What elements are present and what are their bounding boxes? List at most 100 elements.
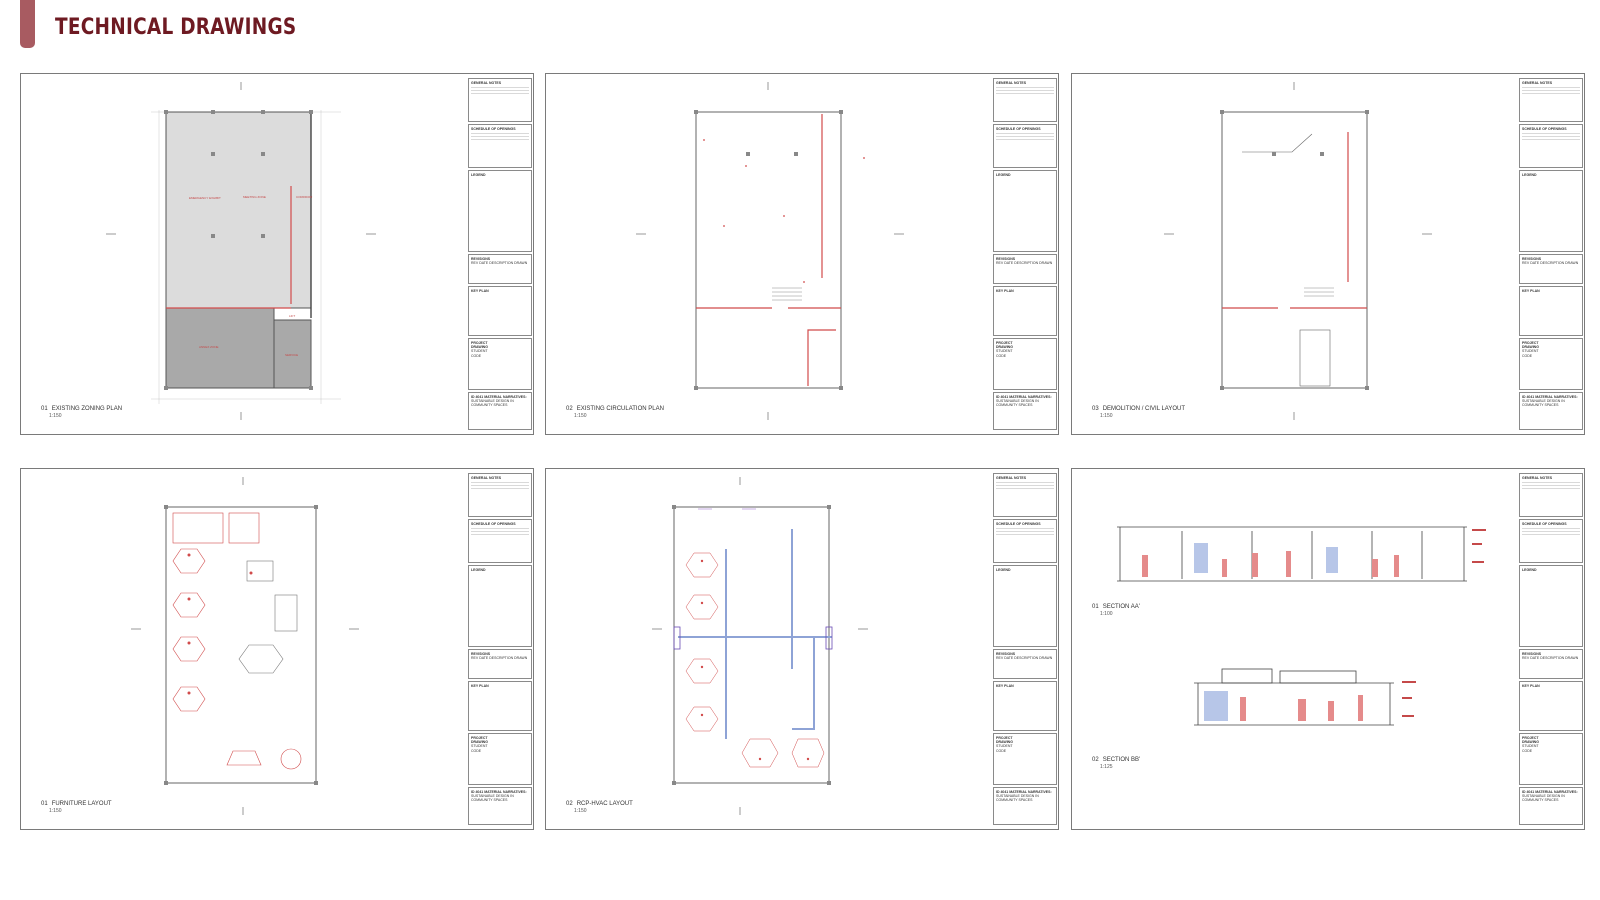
schedule-heading: SCHEDULE OF OPENINGS — [996, 521, 1041, 526]
sheet-scale: 1:150 — [49, 413, 62, 419]
drawing-heading: DRAWING — [471, 739, 488, 744]
course-line2: SUSTAINABLE DESIGN IN COMMUNITY SPACES — [471, 793, 514, 803]
sheet-name: FURNITURE LAYOUT — [51, 801, 112, 807]
revisions-heading: REVISIONS — [996, 651, 1016, 656]
sheet-name: EXISTING ZONING PLAN — [51, 406, 123, 412]
revision-columns: REV DATE DESCRIPTION DRAWN — [1522, 655, 1579, 660]
svg-text:CORRIDOR: CORRIDOR — [296, 195, 313, 199]
student-label: STUDENT — [471, 349, 488, 354]
svg-text:MEETING ZONE: MEETING ZONE — [243, 195, 266, 199]
svg-text:SERVICE: SERVICE — [285, 353, 298, 357]
legend-heading: LEGEND — [996, 567, 1011, 572]
notes-heading: GENERAL NOTES — [471, 475, 502, 480]
sheet-name: SECTION BB' — [1102, 757, 1141, 763]
project-heading: PROJECT — [471, 735, 488, 740]
schedule-heading: SCHEDULE OF OPENINGS — [996, 126, 1041, 131]
legend-heading: LEGEND — [471, 172, 486, 177]
schedule-heading: SCHEDULE OF OPENINGS — [1522, 521, 1567, 526]
keyplan-heading: KEY PLAN — [471, 683, 489, 688]
notes-heading: GENERAL NOTES — [471, 80, 502, 85]
revisions-heading: REVISIONS — [996, 256, 1016, 261]
sheet-number: 02 — [566, 406, 573, 412]
keyplan-heading: KEY PLAN — [1522, 288, 1540, 293]
course-line2: SUSTAINABLE DESIGN IN COMMUNITY SPACES — [1522, 398, 1565, 408]
student-label: STUDENT — [471, 744, 488, 749]
title-block: GENERAL NOTES SCHEDULE OF OPENINGS LEGEN… — [993, 473, 1057, 825]
title-accent-bar — [20, 0, 35, 48]
course-line2: SUSTAINABLE DESIGN IN COMMUNITY SPACES — [471, 398, 514, 408]
schedule-heading: SCHEDULE OF OPENINGS — [471, 126, 516, 131]
sheet-scale: 1:150 — [49, 808, 62, 814]
notes-heading: GENERAL NOTES — [996, 80, 1027, 85]
notes-heading: GENERAL NOTES — [1522, 475, 1553, 480]
project-heading: PROJECT — [996, 735, 1013, 740]
course-line1: ID 4041 MATERIAL NARRATIVES: — [1522, 789, 1578, 794]
sheet-number: 03 — [1092, 406, 1099, 412]
title-block: GENERAL NOTES SCHEDULE OF OPENINGS LEGEN… — [468, 473, 532, 825]
code-label: CODE — [1522, 353, 1533, 358]
revisions-heading: REVISIONS — [1522, 651, 1542, 656]
revisions-heading: REVISIONS — [1522, 256, 1542, 261]
course-line2: SUSTAINABLE DESIGN IN COMMUNITY SPACES — [996, 793, 1039, 803]
drawing-heading: DRAWING — [471, 344, 488, 349]
course-line1: ID 4041 MATERIAL NARRATIVES: — [996, 789, 1052, 794]
sheet-scale: 1:150 — [574, 808, 587, 814]
sections-drawing — [1117, 526, 1486, 726]
project-heading: PROJECT — [471, 340, 488, 345]
student-label: STUDENT — [1522, 349, 1539, 354]
notes-heading: GENERAL NOTES — [1522, 80, 1553, 85]
svg-text:LIFT: LIFT — [289, 314, 295, 318]
revision-columns: REV DATE DESCRIPTION DRAWN — [996, 655, 1053, 660]
code-label: CODE — [996, 353, 1007, 358]
revision-columns: REV DATE DESCRIPTION DRAWN — [996, 260, 1053, 265]
code-label: CODE — [471, 353, 482, 358]
keyplan-heading: KEY PLAN — [471, 288, 489, 293]
student-label: STUDENT — [996, 349, 1013, 354]
sheet-number: 02 — [566, 801, 573, 807]
revisions-heading: REVISIONS — [471, 651, 491, 656]
drawing-heading: DRAWING — [1522, 344, 1539, 349]
sheet-scale: 1:150 — [1100, 413, 1113, 419]
keyplan-heading: KEY PLAN — [1522, 683, 1540, 688]
course-line2: SUSTAINABLE DESIGN IN COMMUNITY SPACES — [996, 398, 1039, 408]
student-label: STUDENT — [996, 744, 1013, 749]
code-label: CODE — [1522, 748, 1533, 753]
sheet-number: 01 — [1092, 604, 1099, 610]
sheet-scale: 1:150 — [574, 413, 587, 419]
course-line1: ID 4041 MATERIAL NARRATIVES: — [996, 394, 1052, 399]
sheet-name: RCP-HVAC LAYOUT — [576, 801, 633, 807]
title-block: GENERAL NOTES SCHEDULE OF OPENINGS LEGEN… — [1519, 78, 1583, 430]
sheet-name: SECTION AA' — [1102, 604, 1140, 610]
project-heading: PROJECT — [1522, 340, 1539, 345]
code-label: CODE — [996, 748, 1007, 753]
svg-text:EMERGENCY EXHIBIT: EMERGENCY EXHIBIT — [189, 196, 221, 200]
legend-heading: LEGEND — [996, 172, 1011, 177]
code-label: CODE — [471, 748, 482, 753]
schedule-heading: SCHEDULE OF OPENINGS — [471, 521, 516, 526]
revision-columns: REV DATE DESCRIPTION DRAWN — [471, 260, 528, 265]
project-heading: PROJECT — [996, 340, 1013, 345]
title-block: GENERAL NOTES SCHEDULE OF OPENINGS LEGEN… — [1519, 473, 1583, 825]
sheet-name: EXISTING CIRCULATION PLAN — [576, 406, 664, 412]
project-heading: PROJECT — [1522, 735, 1539, 740]
legend-heading: LEGEND — [1522, 567, 1537, 572]
sheet-number: 01 — [41, 406, 48, 412]
title-block: GENERAL NOTES SCHEDULE OF OPENINGS LEGEN… — [993, 78, 1057, 430]
drawing-heading: DRAWING — [1522, 739, 1539, 744]
drawing-heading: DRAWING — [996, 739, 1013, 744]
circulation-plan-drawing — [636, 82, 904, 420]
notes-heading: GENERAL NOTES — [996, 475, 1027, 480]
schedule-heading: SCHEDULE OF OPENINGS — [1522, 126, 1567, 131]
